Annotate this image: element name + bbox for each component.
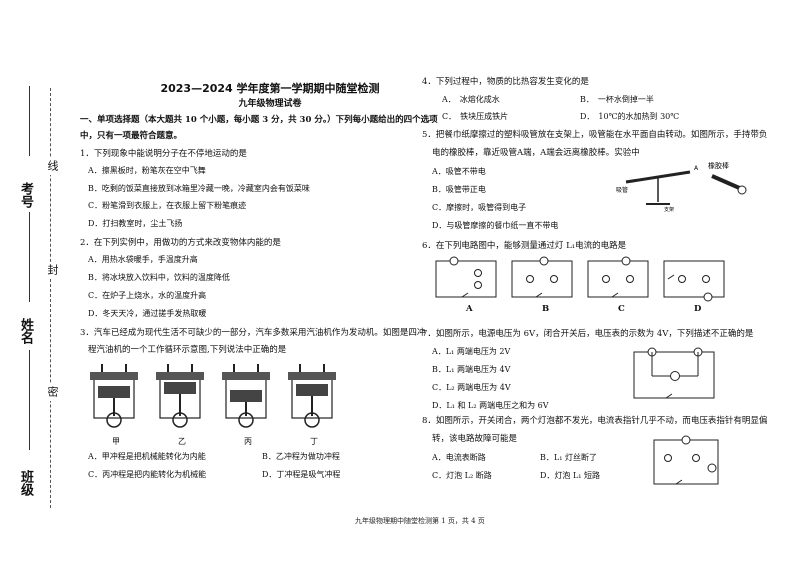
exam-subtitle: 九年级物理试卷 <box>238 99 302 109</box>
q4-option-a: A． 冰熔化成水 <box>442 95 500 104</box>
rod-label: 橡胶棒 <box>708 161 729 170</box>
circuit-d <box>663 260 725 302</box>
q2-option-d: D．冬天天冷，通过搓手发热取暖 <box>88 309 207 318</box>
q3-stem-line2: 程汽油机的一个工作循环示意图,下列说法中正确的是 <box>88 345 287 355</box>
section1-line1: 一、单项选择题（本大题共 10 个小题，每小题 3 分，共 30 分。）下列每小… <box>80 115 438 125</box>
engine-stroke-yi <box>156 364 204 428</box>
exam-no-underline <box>29 86 30 156</box>
q7-circuit <box>633 347 715 399</box>
binding-margin: 线 封 密 考号 姓名 班级 <box>0 0 62 561</box>
q8-stem-line1: 8．如图所示，开关闭合，两个灯泡都不发光，电流表指针几乎不动，而电压表指针有明显… <box>422 416 768 426</box>
q2-stem: 2．在下列实例中，用做功的方式来改变物体内能的是 <box>80 238 281 248</box>
engine-label-jia: 甲 <box>112 437 120 446</box>
q4-stem: 4．下列过程中，物质的比热容发生变化的是 <box>422 77 589 87</box>
engine-stroke-bing <box>222 364 270 428</box>
name-label: 姓名 <box>18 318 33 344</box>
q5-stem-line1: 5．把餐巾纸摩擦过的塑料吸管放在支架上，吸管能在水平面自由转动。如图所示，手持带… <box>422 130 768 140</box>
seal-mark-xian: 线 <box>44 158 60 175</box>
q3-option-d: D．丁冲程是吸气冲程 <box>262 470 341 479</box>
q5-option-b: B．吸管带正电 <box>432 185 486 194</box>
q7-stem: 7．如图所示，电源电压为 6V，闭合开关后，电压表的示数为 4V，下列描述不正确… <box>422 329 754 339</box>
q7-option-a: A．L₁ 两端电压为 2V <box>432 347 511 356</box>
q4-option-c: C． 铁块压成铁片 <box>442 112 509 121</box>
exam-no-label: 考号 <box>18 182 33 208</box>
q5-option-d: D．与吸管摩擦的餐巾纸一直不带电 <box>432 221 559 230</box>
q2-option-c: C．在炉子上烧水，水的温度升高 <box>88 291 207 300</box>
circuit-b <box>511 256 573 298</box>
engine-label-ding: 丁 <box>310 437 318 446</box>
section1-line2: 中，只有一项最符合题意。 <box>80 131 183 141</box>
q3-option-c: C．丙冲程是把内能转化为机械能 <box>88 470 207 479</box>
q7-option-b: B．L₁ 两端电压为 4V <box>432 365 511 374</box>
q2-option-b: B．将冰块放入饮料中，饮料的温度降低 <box>88 273 230 282</box>
circuit-label-d: D <box>694 304 702 314</box>
q8-option-c: C．灯泡 L₂ 断路 <box>432 471 492 480</box>
q8-option-d: D．灯泡 L₁ 短路 <box>540 471 601 480</box>
q3-option-b: B．乙冲程为做功冲程 <box>262 452 340 461</box>
circuit-label-a: A <box>466 304 473 314</box>
circuit-label-c: C <box>618 304 625 314</box>
q1-stem: 1．下列现象中能说明分子在不停地运动的是 <box>80 149 247 159</box>
q5-option-c: C．摩擦时，吸管得到电子 <box>432 203 527 212</box>
q1-option-b: B．吃剩的饭菜直接放到冰箱里冷藏一晚，冷藏室内会有饭菜味 <box>88 184 310 193</box>
q4-option-d: D． 10℃的水加热到 30℃ <box>580 112 680 121</box>
q4-option-b: B． 一杯水倒掉一半 <box>580 95 654 104</box>
seal-mark-mi: 密 <box>44 384 60 401</box>
q1-option-d: D．打扫教室时，尘土飞扬 <box>88 219 183 228</box>
q6-circuits <box>435 256 725 302</box>
q7-option-d: D．L₁ 和 L₂ 两端电压之和为 6V <box>432 401 549 410</box>
straw-figure: 吸管 A 橡胶棒 支架 <box>616 161 747 212</box>
engine-stroke-jia <box>90 364 138 428</box>
engine-label-bing: 丙 <box>244 437 252 446</box>
class-label: 班级 <box>18 470 33 496</box>
engine-strokes-figure <box>90 364 336 428</box>
q5-option-a: A．吸管不带电 <box>432 167 486 176</box>
engine-stroke-ding <box>288 364 336 428</box>
q1-option-c: C．粉笔滑到衣服上，在衣服上留下粉笔痕迹 <box>88 201 247 210</box>
q8-option-a: A．电流表断路 <box>432 453 486 462</box>
seal-line <box>50 88 51 508</box>
name-underline <box>29 212 30 302</box>
q8-circuit <box>653 435 719 485</box>
end-a-label: A <box>694 165 699 172</box>
page-footer: 九年级物理期中随堂检测第 1 页，共 4 页 <box>355 517 485 525</box>
q6-stem: 6．在下列电路图中，能够测量通过灯 L₁电流的电路是 <box>422 241 627 251</box>
stand-label: 支架 <box>664 206 674 212</box>
engine-label-yi: 乙 <box>178 437 186 446</box>
straw-label: 吸管 <box>616 186 628 194</box>
circuit-a <box>435 256 497 298</box>
q7-option-c: C．L₂ 两端电压为 4V <box>432 383 511 392</box>
q5-stem-line2: 电的橡胶棒，靠近吸管A端，A端会远离橡胶棒。实验中 <box>432 148 640 158</box>
exam-title: 2023—2024 学年度第一学期期中随堂检测 <box>160 82 380 95</box>
class-underline <box>29 350 30 450</box>
q1-option-a: A．擦黑板时，粉笔灰在空中飞舞 <box>88 166 206 175</box>
q8-stem-line2: 转，该电路故障可能是 <box>432 434 518 444</box>
q8-option-b: B．L₁ 灯丝断了 <box>540 453 597 462</box>
q2-option-a: A．用热水袋暖手，手温度升高 <box>88 255 198 264</box>
q3-stem-line1: 3．汽车已经成为现代生活不可缺少的一部分，汽车多数采用汽油机作为发动机。如图是四… <box>80 328 426 338</box>
circuit-c <box>587 256 649 298</box>
circuit-label-b: B <box>542 304 550 314</box>
q3-option-a: A．甲冲程是把机械能转化为内能 <box>88 452 206 461</box>
seal-mark-feng: 封 <box>44 262 60 279</box>
